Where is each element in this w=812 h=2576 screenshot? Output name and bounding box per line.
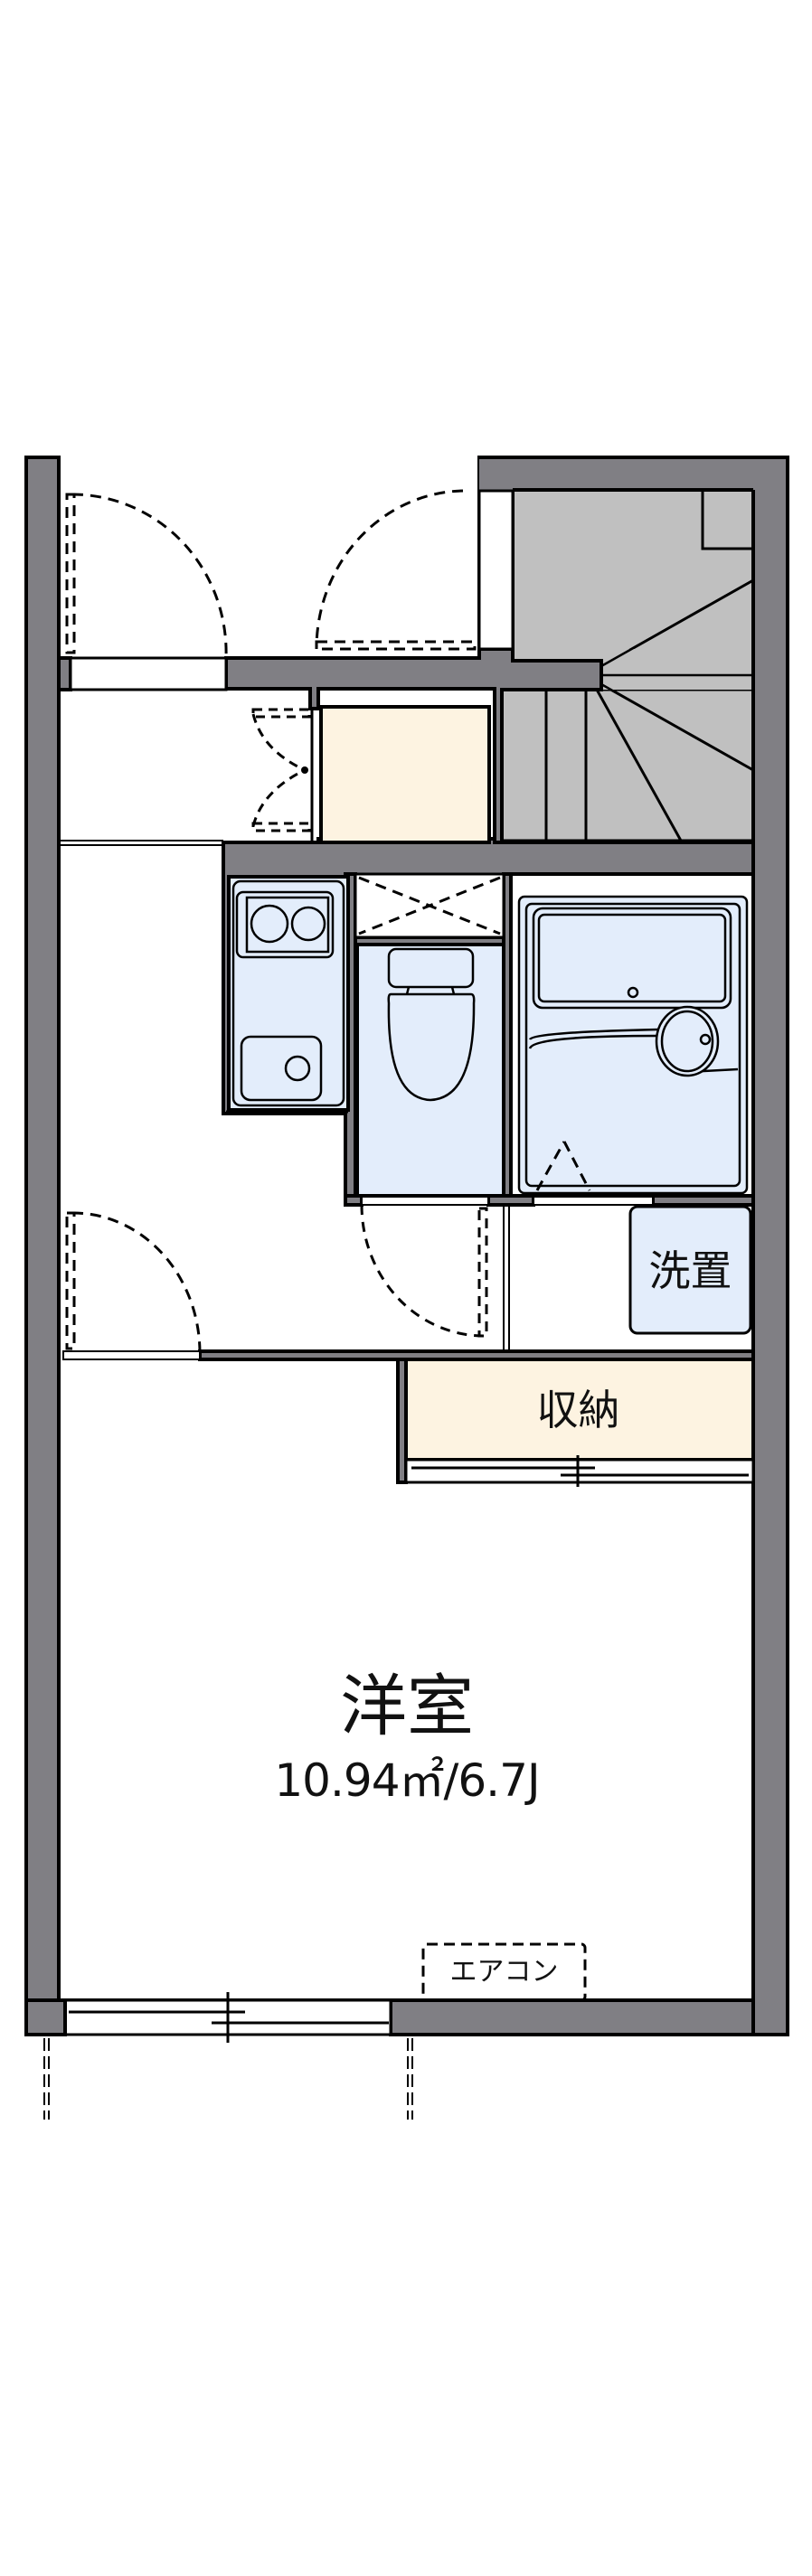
storage-sliding-door[interactable] [404, 1455, 755, 1487]
aircon-outline [421, 1942, 587, 2002]
room-name-label: 洋室 [340, 1668, 474, 1745]
sink-icon [240, 1035, 323, 1102]
stove-burners-icon [250, 904, 326, 944]
entrance-threshold [69, 656, 228, 691]
toilet-door[interactable] [360, 1204, 488, 1338]
hinge-icon [301, 766, 308, 774]
bath-unit [517, 895, 749, 1195]
shoe-cabinet [319, 705, 491, 844]
front-door[interactable] [315, 489, 477, 651]
room-door[interactable] [65, 1211, 202, 1354]
entrance-door[interactable] [65, 493, 228, 659]
front-door-opening [477, 489, 515, 651]
pipe-space [354, 872, 505, 939]
balcony-outline [43, 2038, 413, 2120]
bath-door[interactable] [535, 1141, 591, 1191]
toilet-icon [387, 947, 476, 1102]
washer-space-label: 洗置 [648, 1246, 732, 1295]
washer-space [628, 1205, 752, 1335]
shoe-cabinet-doors[interactable] [251, 708, 311, 832]
storage-label: 収納 [536, 1386, 620, 1434]
aircon-label: エアコン [449, 1956, 559, 1988]
balcony-window[interactable] [63, 1992, 392, 2043]
interior-walls [57, 647, 789, 2036]
room-area-label: 10.94㎡/6.7J [274, 1754, 540, 1807]
